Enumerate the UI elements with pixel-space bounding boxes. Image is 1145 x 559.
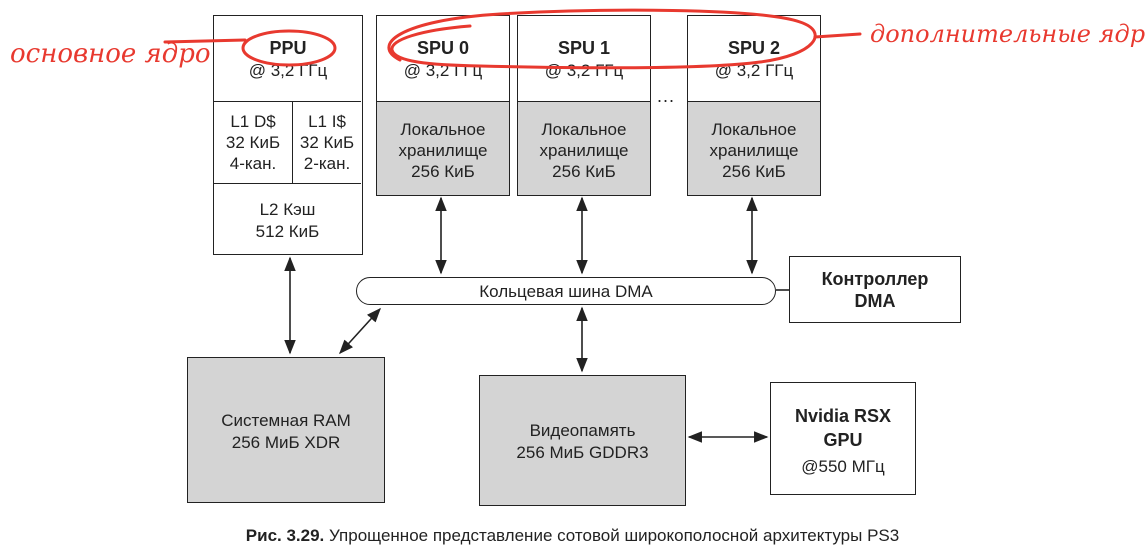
store-line-1: Локальное xyxy=(541,120,627,139)
ppu-title: PPU xyxy=(269,38,307,58)
dma-controller-line-1: Контроллер xyxy=(821,269,929,289)
system-ram-line-1: Системная RAM xyxy=(221,411,351,430)
gpu-line-2: GPU xyxy=(823,430,863,450)
caption-text: Упрощенное представление сотовой широкоп… xyxy=(324,526,900,545)
caption-label: Рис. 3.29. xyxy=(245,526,325,545)
video-ram-line-1: Видеопамять xyxy=(529,421,636,440)
system-ram-block: Системная RAM 256 МиБ XDR xyxy=(187,357,385,503)
spu-loop xyxy=(387,8,817,70)
l2-line-2: 512 КиБ xyxy=(255,222,320,241)
spu-2-title: SPU 2 xyxy=(727,38,781,58)
ppu-circle xyxy=(241,29,337,67)
dma-controller-line-2: DMA xyxy=(854,291,896,311)
figure-caption: Рис. 3.29. Упрощенное представление сото… xyxy=(0,526,1145,546)
video-ram-block: Видеопамять 256 МиБ GDDR3 xyxy=(479,375,686,506)
l1d-line-1: L1 D$ xyxy=(230,112,276,131)
arrow-bus-ram xyxy=(339,307,381,355)
system-ram-line-2: 256 МиБ XDR xyxy=(231,433,341,452)
right-pointer-line xyxy=(813,32,862,39)
spu-1-title: SPU 1 xyxy=(557,38,611,58)
gpu-line-3: @550 МГц xyxy=(801,457,885,476)
video-ram-line-2: 256 МиБ GDDR3 xyxy=(516,443,649,462)
dma-ring-bus: Кольцевая шина DMA xyxy=(356,277,776,305)
store-line-2: хранилище xyxy=(398,141,488,160)
spu-0-local-store: Локальное хранилище 256 КиБ xyxy=(377,101,509,195)
spu-1-block: SPU 1 @ 3,2 ГГц Локальное хранилище 256 … xyxy=(517,15,651,196)
ppu-frequency: @ 3,2 ГГц xyxy=(248,61,328,80)
more-spus-ellipsis: ... xyxy=(657,86,676,106)
handwritten-annotations xyxy=(163,8,862,70)
spu-0-title: SPU 0 xyxy=(416,38,470,58)
l2-line-1: L2 Кэш xyxy=(259,200,316,219)
store-line-2: хранилище xyxy=(709,141,799,160)
store-line-1: Локальное xyxy=(711,120,797,139)
dma-controller-block: Контроллер DMA xyxy=(789,256,961,323)
handwritten-right-label: дополнительные ядра xyxy=(870,20,1145,48)
spu-2-local-store: Локальное хранилище 256 КиБ xyxy=(688,101,820,195)
l1d-line-3: 4-кан. xyxy=(229,154,277,173)
store-line-3: 256 КиБ xyxy=(722,162,786,181)
handwritten-left-label: основное ядро xyxy=(10,39,211,69)
l1i-line-3: 2-кан. xyxy=(303,154,351,173)
spu-1-local-store: Локальное хранилище 256 КиБ xyxy=(518,101,650,195)
ppu-block: PPU @ 3,2 ГГц L1 D$ 32 КиБ 4-кан. L1 I$ … xyxy=(213,15,363,255)
store-line-3: 256 КиБ xyxy=(552,162,616,181)
spu-2-block: SPU 2 @ 3,2 ГГц Локальное хранилище 256 … xyxy=(687,15,821,196)
l1i-line-2: 32 КиБ xyxy=(299,133,355,152)
left-pointer-line xyxy=(163,38,247,44)
store-line-2: хранилище xyxy=(539,141,629,160)
l1d-line-2: 32 КиБ xyxy=(225,133,281,152)
gpu-block: Nvidia RSX GPU @550 МГц xyxy=(770,382,916,495)
store-line-3: 256 КиБ xyxy=(411,162,475,181)
l1i-line-1: L1 I$ xyxy=(308,112,346,131)
gpu-line-1: Nvidia RSX xyxy=(794,406,892,426)
store-line-1: Локальное xyxy=(400,120,486,139)
ring-bus-label: Кольцевая шина DMA xyxy=(479,282,653,301)
spu-1-frequency: @ 3,2 ГГц xyxy=(544,61,624,80)
